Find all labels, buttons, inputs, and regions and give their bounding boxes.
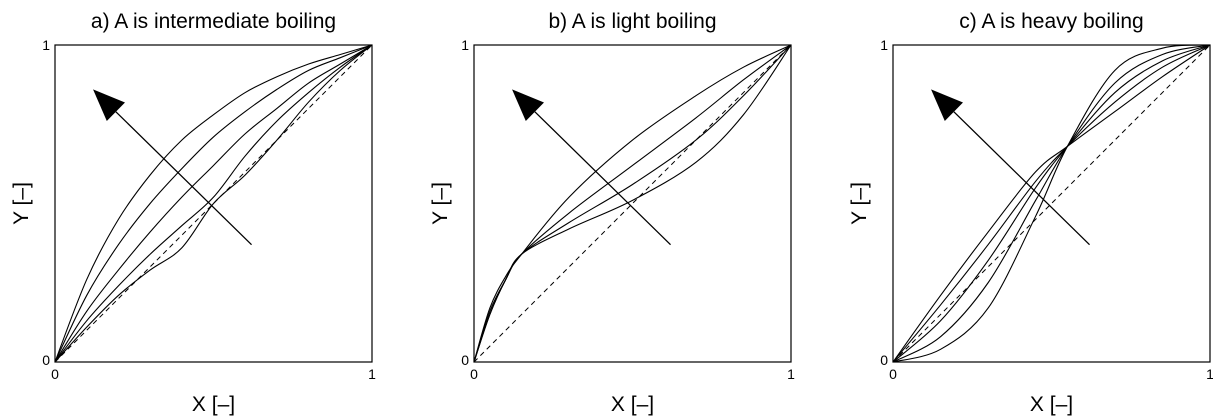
arrow-head [93,89,125,122]
plot-frame [54,44,373,363]
series-line-4 [54,44,373,363]
y-axis-label: Y [–] [848,182,871,225]
series-line-4 [892,44,1211,363]
y-tick-label: 1 [42,37,50,53]
x-tick-label: 1 [787,366,795,382]
y-tick-label: 0 [880,352,888,368]
plot-frame [473,44,792,363]
x-axis-label: X [–] [192,393,235,416]
arrow-shaft [953,111,1090,246]
series-line-3 [892,44,1211,363]
x-axis-label: X [–] [611,393,654,416]
y-tick-label: 1 [880,37,888,53]
chart-title: b) A is light boiling [548,10,716,33]
y-axis-label: Y [–] [10,182,33,225]
chart-title: c) A is heavy boiling [959,10,1143,33]
chart-title: a) A is intermediate boiling [91,10,336,33]
series-line-1 [892,44,1211,363]
x-axis-label: X [–] [1030,393,1073,416]
series-line-5 [54,44,373,363]
y-tick-label: 0 [42,352,50,368]
x-tick-label: 1 [1206,366,1213,382]
chart-panel-2: b) A is light boiling 0 1 0 1 X [–] Y [–] [429,10,795,416]
y-axis-label: Y [–] [429,182,452,225]
arrow-head [512,89,544,122]
series-line-1 [54,44,373,363]
series-line-4 [473,44,792,363]
x-tick-label: 0 [51,366,59,382]
diagonal-reference-line [54,44,373,363]
series-line-3 [54,44,373,363]
x-tick-label: 1 [368,366,376,382]
diagonal-reference-line [892,44,1211,363]
series-line-2 [473,44,792,363]
series-line-5 [892,44,1211,363]
chart-panel-3: c) A is heavy boiling 0 1 0 1 X [–] Y [–] [848,10,1213,416]
y-tick-label: 0 [461,352,469,368]
x-tick-label: 0 [470,366,478,382]
diagonal-reference-line [473,44,792,363]
chart-panel-1: a) A is intermediate boiling 0 1 0 1 X [–] Y [… [10,10,376,416]
series-line-1 [473,44,792,363]
arrow-head [931,89,963,122]
arrow-shaft [115,111,252,246]
series-line-2 [54,44,373,363]
x-tick-label: 0 [889,366,897,382]
plot-frame [892,44,1211,363]
y-tick-label: 1 [461,37,469,53]
arrow-shaft [534,111,671,246]
series-line-2 [892,44,1211,363]
